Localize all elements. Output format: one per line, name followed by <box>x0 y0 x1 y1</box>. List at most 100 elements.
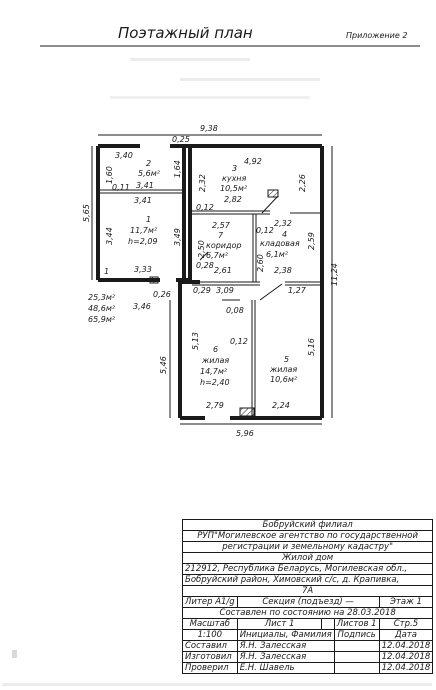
title-block-cell <box>321 618 335 630</box>
title-block-cell: Проверил <box>182 662 238 674</box>
dimension-label: 1,64 <box>173 160 182 178</box>
dimension-label: 3,09 <box>216 286 234 295</box>
dimension-label: 0,29 <box>193 286 211 295</box>
signature-2 <box>333 651 380 663</box>
dimension-label: 0,26 <box>153 290 171 299</box>
room-label: 7 <box>218 231 224 240</box>
dimension-label: 5,16 <box>307 338 316 356</box>
dimension-label: 2,82 <box>224 195 242 204</box>
dimension-label: 3,33 <box>134 265 152 274</box>
title-block-cell: Этаж 1 <box>378 596 434 608</box>
dimension-label: 1,60 <box>105 166 114 184</box>
title-block-cell: Листов 1 <box>333 618 380 630</box>
room-label: 1 <box>146 215 151 224</box>
title-block-cell: Составлен по состоянию на 28.03.2018 <box>181 607 434 619</box>
room-label: 10,5м² <box>220 184 248 193</box>
dimension-label: 0,12 <box>230 337 248 346</box>
title-block-cell: Бобруйский филиал <box>181 519 434 531</box>
signature-3 <box>333 662 380 674</box>
title-block-cell: 12.04.2018 <box>378 651 434 663</box>
dimension-label: 2,32 <box>198 174 207 192</box>
dimension-label: 2,50 <box>197 240 206 258</box>
dimension-label: 5,13 <box>191 332 200 350</box>
title-block-cell: Стр.5 <box>378 618 434 630</box>
dimension-label: 2,59 <box>307 232 316 250</box>
room-label: 5 <box>284 355 289 364</box>
dim-overall-width-top: 9,38 <box>200 124 218 133</box>
area-total: 25,3м² <box>88 293 116 302</box>
title-block-cell: Лист 1 <box>236 618 323 630</box>
room-label: жилая <box>269 365 297 374</box>
dimension-label: 2,60 <box>256 254 265 272</box>
dimension-label: 3,41 <box>136 181 154 190</box>
room-label: 6,1м² <box>266 250 289 259</box>
dimension-label: 3,46 <box>133 302 151 311</box>
area-total: 65,9м² <box>88 315 116 324</box>
room-label: 6 <box>213 345 218 354</box>
small-index-1: 1 <box>104 267 109 276</box>
title-block-cell: 212912, Республика Беларусь, Могилевская… <box>181 563 434 575</box>
dimension-label: 0,25 <box>172 135 190 144</box>
dimension-label: 0,12 <box>196 203 214 212</box>
dimension-label: 2,61 <box>214 266 232 275</box>
appendix-label: Приложение 2 <box>346 31 407 40</box>
main-block-walls <box>178 144 324 420</box>
dimension-label: 3,41 <box>134 196 152 205</box>
room-label: 11,7м² <box>130 226 158 235</box>
dimension-label: 3,40 <box>115 151 133 160</box>
room-label: 10,6м² <box>270 375 298 384</box>
dim-overall-depth-right: 11,24 <box>330 263 339 286</box>
title-block-cell: Бобруйский район, Химовский с/с, д. Крап… <box>181 574 434 586</box>
door-swings <box>149 189 283 417</box>
title-block-cell: Изготовил <box>182 651 238 663</box>
title-block-cell: регистрации и земельному кадастру" <box>181 541 434 553</box>
room-label: h=2,09 <box>128 237 158 246</box>
object-name: Жилой дом <box>181 552 434 564</box>
title-block-cell: 12.04.2018 <box>378 640 434 652</box>
title-block-cell: Масштаб <box>182 618 238 630</box>
room-label: кладовая <box>260 239 300 248</box>
dimension-label: 0,08 <box>226 306 244 315</box>
title-block: Бобруйский филиал РУП"Могилевское агентс… <box>181 519 434 674</box>
dimension-label: 2,24 <box>272 401 290 410</box>
room-label: жилая <box>201 356 229 365</box>
title-block-cell: Я.Н. Залесская <box>236 640 335 652</box>
dim-overall-depth-left: 5,65 <box>82 204 91 222</box>
room-label: кухня <box>222 174 247 183</box>
room-label: 5,6м² <box>138 169 161 178</box>
dimension-label: 3,49 <box>173 228 182 246</box>
room-label: 14,7м² <box>200 367 228 376</box>
dimension-label: 2,26 <box>298 174 307 192</box>
title-block-cell: Инициалы, Фамилия <box>236 629 335 641</box>
room-label: h=2,40 <box>200 378 230 387</box>
dimension-label: 2,57 <box>212 221 231 230</box>
room-label: 3 <box>232 164 237 173</box>
dimension-label: 0,12 <box>256 226 274 235</box>
title-block-cell: РУП"Могилевское агентство по государстве… <box>181 530 434 542</box>
dimension-label: 4,92 <box>244 157 262 166</box>
room-label: 2 <box>146 159 151 168</box>
dimension-label: 1,27 <box>288 286 307 295</box>
plan-title: Поэтажный план <box>118 24 253 42</box>
title-block-cell: 12.04.2018 <box>378 662 434 674</box>
area-total: 48,6м² <box>88 304 116 313</box>
title-block-cell: Составил <box>182 640 238 652</box>
title-block-cell: Подпись <box>333 629 380 641</box>
dimension-label: 2,32 <box>274 219 292 228</box>
title-block-cell: 7А <box>181 585 434 597</box>
room-label: 6,7м² <box>206 251 229 260</box>
title-block-cell: 1:100 <box>182 629 238 641</box>
dimension-label: 0,28 <box>196 261 214 270</box>
dimension-label: 2,38 <box>274 266 292 275</box>
room-label: 4 <box>282 230 287 239</box>
title-block-cell: Е.Н. Шавель <box>236 662 335 674</box>
dimension-label: 3,44 <box>105 227 114 245</box>
dimension-label: 5,46 <box>159 356 168 374</box>
dim-overall-width-bottom: 5,96 <box>236 429 254 438</box>
dimension-label: 0,11 <box>112 183 130 192</box>
dimension-label: 2,79 <box>206 401 224 410</box>
signature-1 <box>333 640 380 652</box>
room-label: коридор <box>206 241 242 250</box>
title-block-cell: Литер А1/g <box>182 596 238 608</box>
